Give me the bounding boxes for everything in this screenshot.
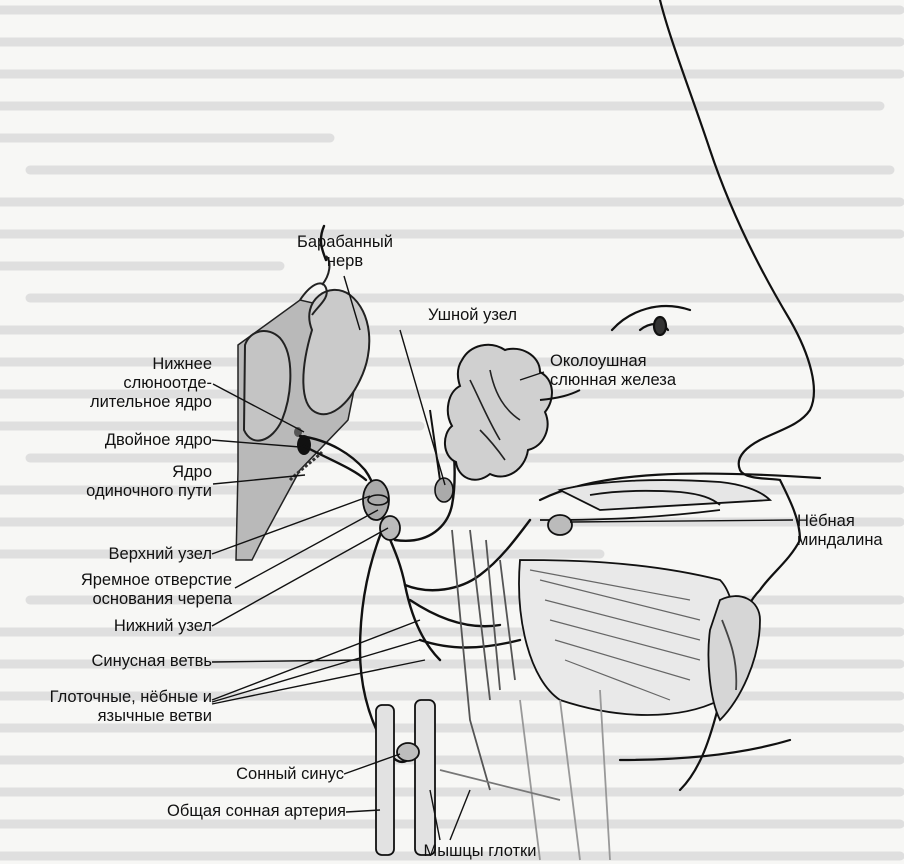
ganglia bbox=[363, 410, 453, 540]
label-parotid-gland: Околоушная слюнная железа bbox=[550, 352, 676, 390]
label-nucleus-ambiguus: Двойное ядро bbox=[60, 431, 212, 450]
label-palatine-tonsil: Нёбная миндалина bbox=[797, 512, 883, 550]
label-solitary-nucleus: Ядро одиночного пути bbox=[40, 463, 212, 501]
label-pharyngeal-muscles: Мышцы глотки bbox=[405, 842, 555, 861]
label-inferior-ganglion: Нижний узел bbox=[40, 617, 212, 636]
label-superior-ganglion: Верхний узел bbox=[40, 545, 212, 564]
label-otic-ganglion: Ушной узел bbox=[428, 306, 517, 325]
label-jugular-foramen: Яремное отверстие основания черепа bbox=[10, 571, 232, 609]
label-carotid-sinus: Сонный синус bbox=[160, 765, 344, 784]
label-inferior-salivatory-nucleus: Нижнее слюноотде- лительное ядро bbox=[60, 355, 212, 412]
label-tympanic-nerve: Барабанный нерв bbox=[293, 233, 397, 271]
label-sinus-branch: Синусная ветвь bbox=[40, 652, 212, 671]
label-pharyngeal-palatine-lingual-branches: Глоточные, нёбные и язычные ветви bbox=[0, 688, 212, 726]
oral-cavity bbox=[519, 480, 770, 720]
brainstem-block bbox=[236, 256, 369, 560]
label-common-carotid-artery: Общая сонная артерия bbox=[100, 802, 346, 821]
